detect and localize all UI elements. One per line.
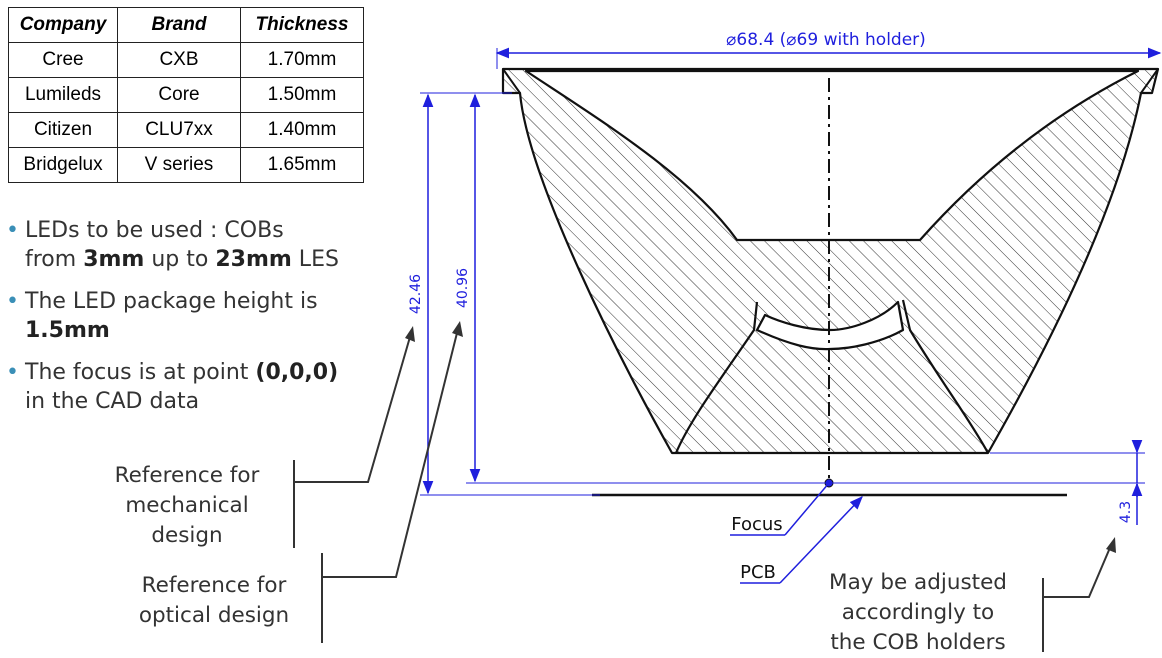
focus-label: Focus bbox=[731, 514, 782, 535]
holder-lip-outline bbox=[502, 68, 1159, 94]
gap-dimension: 4.3 bbox=[1118, 439, 1143, 525]
table-cell: 1.50mm bbox=[240, 77, 364, 113]
optical-reference-label: Reference for optical design bbox=[138, 573, 290, 628]
led-thickness-table: Company Brand Thickness Cree CXB 1.70mm … bbox=[8, 7, 364, 183]
table-cell: Lumileds bbox=[8, 77, 118, 113]
adjust-leader bbox=[1042, 537, 1116, 652]
header-company: Company bbox=[8, 7, 118, 43]
diameter-dimension: ⌀68.4 (⌀69 with holder) bbox=[495, 30, 1162, 69]
bullet-dot-icon: • bbox=[6, 289, 19, 314]
extension-lines bbox=[420, 92, 1145, 496]
bullet-focus-point: • The focus is at point (0,0,0) in the C… bbox=[6, 360, 339, 414]
bullet-dot-icon: • bbox=[6, 360, 19, 385]
table-row: Cree CXB 1.70mm bbox=[8, 42, 364, 78]
table-cell: 1.40mm bbox=[240, 112, 364, 148]
lens-hatched-section bbox=[501, 67, 1160, 455]
focus-callout: Focus bbox=[730, 482, 830, 536]
bullet-led-type: • LEDs to be used : COBs from 3mm up to … bbox=[6, 218, 339, 272]
table-cell: 1.65mm bbox=[240, 147, 364, 183]
lens-body bbox=[501, 67, 1160, 455]
bullet-package-height: • The LED package height is 1.5mm bbox=[6, 289, 318, 343]
adjust-note-label: May be adjusted accordingly to the COB h… bbox=[829, 570, 1007, 655]
table-cell: CLU7xx bbox=[117, 112, 241, 148]
table-cell: Citizen bbox=[8, 112, 118, 148]
lens-inner-cavity-outline bbox=[674, 299, 989, 454]
table-row: Citizen CLU7xx 1.40mm bbox=[8, 112, 364, 148]
optical-leader bbox=[321, 321, 463, 643]
pcb-label: PCB bbox=[740, 562, 776, 583]
header-brand: Brand bbox=[117, 7, 241, 43]
gap-value: 4.3 bbox=[1118, 501, 1134, 523]
mechanical-reference-label: Reference for mechanical design bbox=[114, 463, 260, 548]
table-cell: 1.70mm bbox=[240, 42, 364, 78]
mechanical-height-dimension: 42.46 bbox=[408, 93, 434, 495]
table-cell: Cree bbox=[8, 42, 118, 78]
pcb-callout: PCB bbox=[740, 496, 863, 584]
table-cell: Bridgelux bbox=[8, 147, 118, 183]
table-row: Bridgelux V series 1.65mm bbox=[8, 147, 364, 183]
mechanical-leader bbox=[293, 326, 415, 548]
notes-list: • LEDs to be used : COBs from 3mm up to … bbox=[6, 216, 386, 429]
diameter-label: ⌀68.4 (⌀69 with holder) bbox=[726, 30, 926, 50]
table-cell: V series bbox=[117, 147, 241, 183]
mechanical-height-value: 42.46 bbox=[408, 274, 424, 314]
optical-height-value: 40.96 bbox=[455, 268, 471, 308]
table-header-row: Company Brand Thickness bbox=[8, 7, 364, 43]
table-row: Lumileds Core 1.50mm bbox=[8, 77, 364, 113]
optical-height-dimension: 40.96 bbox=[455, 93, 481, 483]
table-cell: Core bbox=[117, 77, 241, 113]
bullet-dot-icon: • bbox=[6, 218, 19, 243]
